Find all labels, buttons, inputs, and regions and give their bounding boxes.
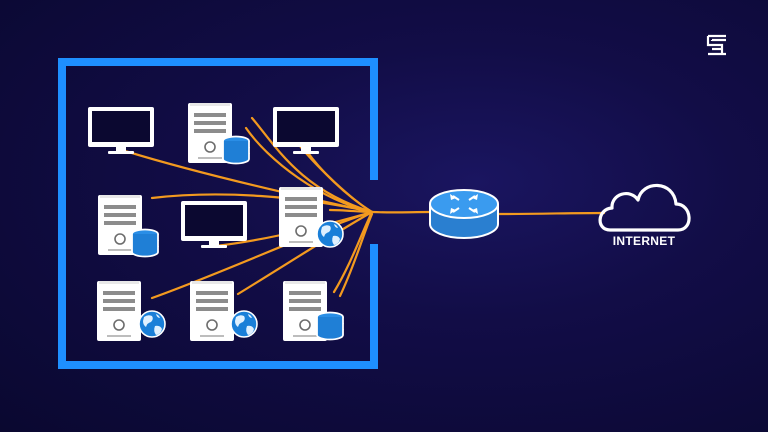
logo-icon bbox=[706, 34, 726, 56]
monitor-icon bbox=[88, 107, 154, 154]
cable-server-1b bbox=[244, 126, 374, 214]
cable-internet bbox=[496, 211, 606, 216]
server-icon bbox=[189, 280, 235, 342]
cable-server-2 bbox=[150, 193, 374, 214]
cable-server-6b bbox=[338, 212, 374, 298]
database-icon bbox=[131, 228, 159, 258]
cloud-icon bbox=[598, 183, 691, 232]
globe-icon bbox=[230, 310, 258, 338]
database-icon bbox=[222, 135, 250, 165]
server-icon bbox=[96, 280, 142, 342]
server-icon bbox=[278, 186, 324, 248]
router-icon bbox=[429, 189, 499, 239]
monitor-icon bbox=[181, 201, 247, 248]
cable-server-1 bbox=[250, 116, 374, 214]
cable-server-6 bbox=[332, 210, 374, 294]
cable-server-4 bbox=[150, 210, 374, 300]
network-boundary bbox=[58, 58, 378, 369]
internet-label: INTERNET bbox=[612, 234, 676, 248]
database-icon bbox=[316, 311, 344, 341]
globe-icon bbox=[316, 220, 344, 248]
cable-server-5 bbox=[236, 210, 374, 296]
globe-icon bbox=[138, 310, 166, 338]
monitor-icon bbox=[273, 107, 339, 154]
